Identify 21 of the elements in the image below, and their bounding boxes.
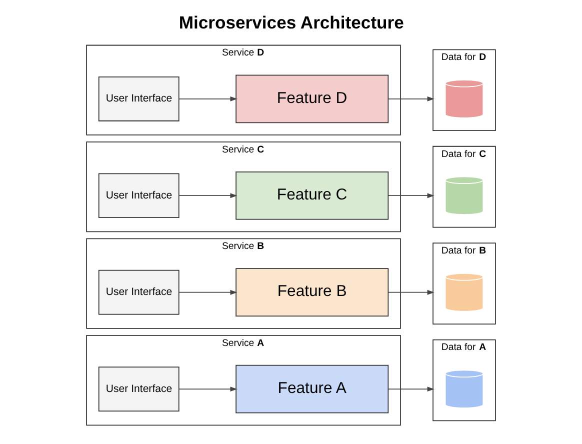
cluster: Data for A [432,339,496,422]
arrow [178,96,238,102]
cluster: Data for D [432,49,496,131]
arrow [388,193,434,198]
node-box: User Interface [98,366,180,412]
node-box: Feature A [236,364,389,414]
node-box: Feature D [236,74,389,124]
arrow [178,290,238,295]
node-box: User Interface [98,270,180,315]
arrow [388,290,434,295]
arrow [178,193,238,198]
node-box: User Interface [98,173,180,218]
cluster: Data for C [432,146,496,228]
node-box: Feature B [236,268,389,317]
node-box: Feature C [236,171,389,220]
arrow [178,386,238,392]
arrow [388,96,434,102]
arrow [388,386,434,392]
diagram-title: Microservices Architecture [178,12,404,33]
node-box: User Interface [98,76,180,122]
cluster: Data for B [432,242,496,324]
